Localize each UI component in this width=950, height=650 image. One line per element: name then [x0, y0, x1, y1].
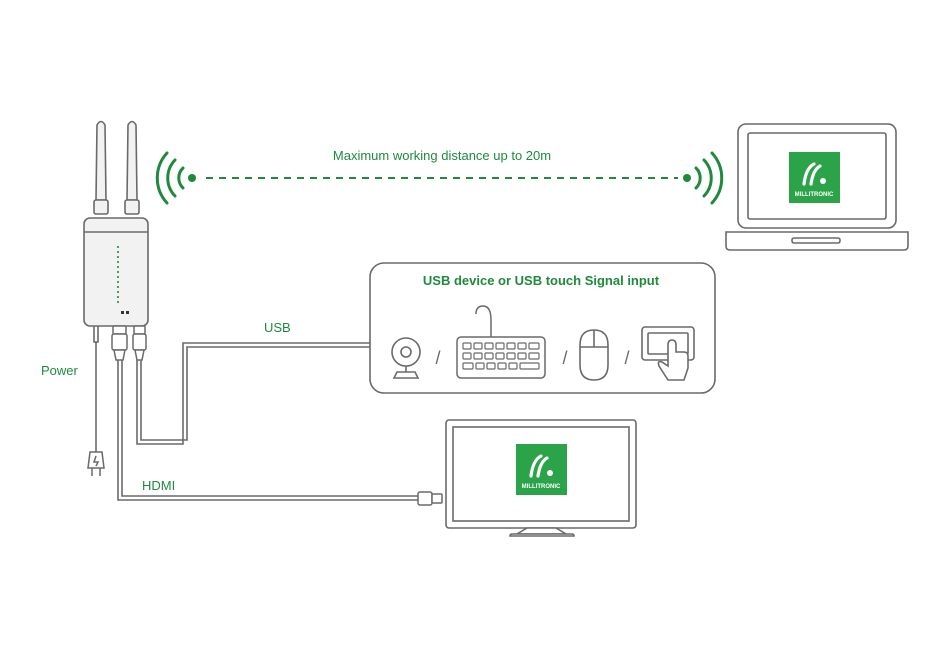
hdmi-connector-icon [111, 325, 443, 506]
power-cable [93, 326, 99, 452]
logo: MILLITRONIC [789, 152, 840, 203]
usb-panel-title: USB device or USB touch Signal input [423, 273, 660, 288]
power-label: Power [41, 363, 79, 378]
separator-3: / [624, 348, 629, 368]
usb-label: USB [264, 320, 291, 335]
logo-text: MILLITRONIC [795, 192, 834, 198]
transmitter-body [83, 217, 149, 327]
transmitter-device [83, 120, 149, 327]
usb-cable [136, 342, 370, 445]
mouse-icon [579, 329, 609, 381]
wifi-signal-icon [155, 151, 724, 205]
antenna-icon [93, 120, 140, 215]
logo-text: MILLITRONIC [522, 484, 561, 490]
touch-screen-icon [641, 326, 695, 381]
usb-connector-icon [132, 325, 147, 361]
monitor-icon [445, 419, 637, 537]
hdmi-cable [117, 360, 418, 501]
distance-label: Maximum working distance up to 20m [333, 148, 551, 163]
hdmi-label: HDMI [142, 478, 175, 493]
separator-2: / [562, 348, 567, 368]
logo: MILLITRONIC [516, 444, 567, 495]
power-plug-icon [87, 451, 105, 476]
keyboard-icon [456, 305, 546, 379]
webcam-icon [391, 337, 421, 379]
separator-1: / [435, 348, 440, 368]
